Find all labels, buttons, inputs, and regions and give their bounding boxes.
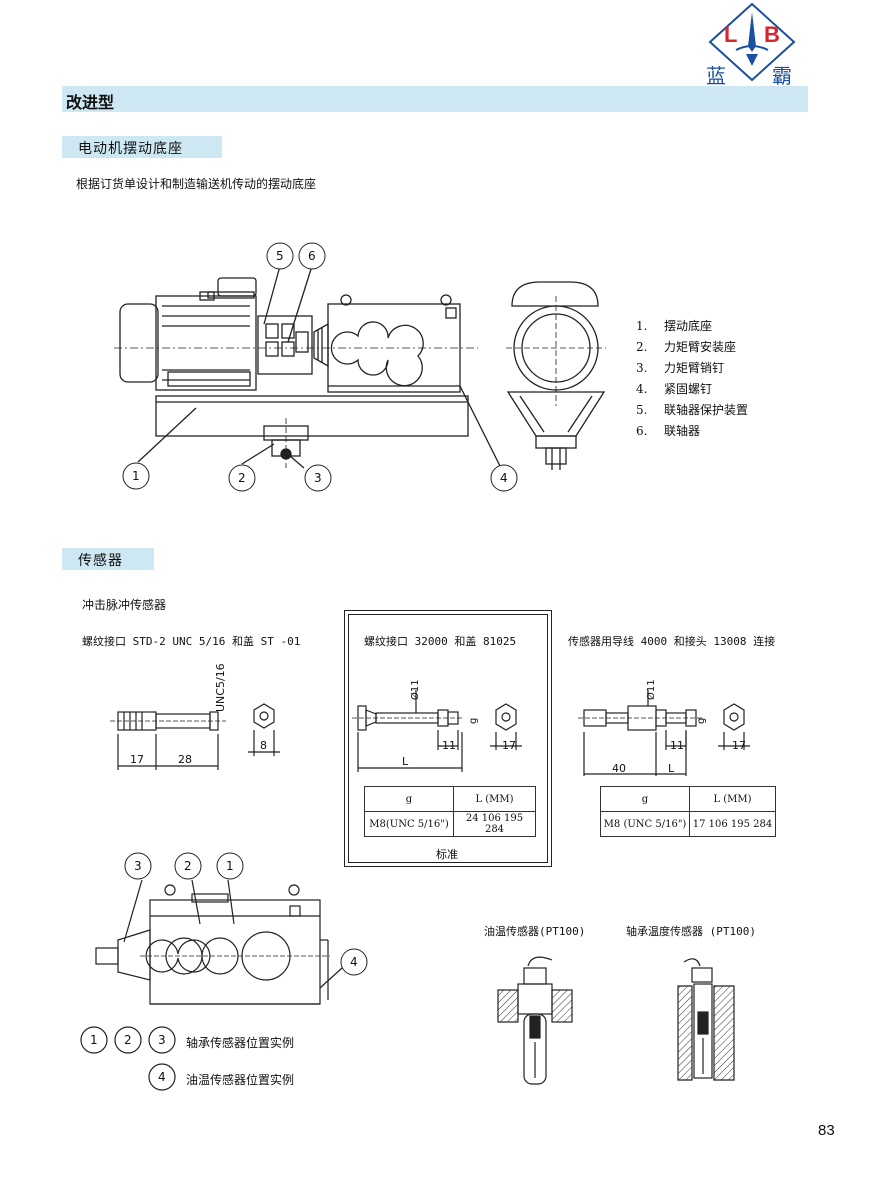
table-row: M8 (UNC 5/16") 17 106 195 284 xyxy=(600,811,776,837)
legend-item: 3.力矩臂销钉 xyxy=(636,361,725,375)
sensor-b-g-label: g xyxy=(468,717,479,724)
sensor-b-dim: 17 xyxy=(502,739,516,752)
section-title-bar: 传感器 xyxy=(62,548,154,570)
position-legend-circles xyxy=(80,1026,176,1091)
standard-frame-inner xyxy=(348,614,548,863)
position-num: 4 xyxy=(158,1070,166,1084)
position-num: 1 xyxy=(90,1033,98,1047)
callout-1: 1 xyxy=(132,469,140,483)
end-view-fan xyxy=(511,281,599,307)
logo-name-left: 蓝 xyxy=(706,64,726,88)
page-title: 改进型 xyxy=(66,93,115,112)
logo-letter-l: L xyxy=(724,22,738,47)
swing-callouts xyxy=(122,242,518,492)
sensor-a-dim: 8 xyxy=(260,739,267,752)
position-num: 2 xyxy=(124,1033,132,1047)
sensor-b-length: L xyxy=(402,755,409,768)
sensor-b-caption: 螺纹接口 32000 和盖 81025 xyxy=(364,635,517,648)
position-text: 轴承传感器位置实例 xyxy=(186,1036,295,1050)
standard-label: 标准 xyxy=(436,848,458,861)
gearbox-sensor-drawing xyxy=(95,852,368,1005)
sensor-b-table: g L (MM) M8(UNC 5/16") 24 106 195 284 xyxy=(364,786,536,837)
page-number: 83 xyxy=(818,1122,835,1139)
gearbox-callouts xyxy=(124,852,368,976)
sensor-c-drawing xyxy=(578,690,750,776)
table-header: g xyxy=(364,786,454,812)
swing-base-drawing xyxy=(114,242,606,492)
sensor-b-diameter: Ø11 xyxy=(410,679,421,700)
swing-base xyxy=(155,395,469,437)
sensor-a-dim: 17 xyxy=(130,753,144,766)
bearing-temp-sensor-label: 轴承温度传感器 (PT100) xyxy=(626,925,756,938)
callout-4: 4 xyxy=(500,471,508,485)
gearbox-callout: 1 xyxy=(226,859,234,873)
logo-emblem xyxy=(708,2,796,82)
motor-body xyxy=(155,295,257,391)
oil-temp-sensor-drawing xyxy=(497,956,573,1085)
sensor-c-table: g L (MM) M8 (UNC 5/16") 17 106 195 284 xyxy=(600,786,776,837)
section-title: 传感器 xyxy=(78,553,123,569)
terminal-box xyxy=(217,277,257,297)
coupling-guard xyxy=(257,315,313,375)
standard-frame-outer xyxy=(344,610,552,867)
bearing-temp-sensor-drawing xyxy=(677,958,735,1081)
sensor-c-dim: 17 xyxy=(732,739,746,752)
gearbox-callout: 4 xyxy=(350,955,358,969)
motor-fan-cover xyxy=(119,303,159,383)
sensor-b-drawing xyxy=(352,690,522,772)
position-num: 3 xyxy=(158,1033,166,1047)
legend-item: 5.联轴器保护装置 xyxy=(636,403,749,417)
table-header-row: g L (MM) xyxy=(364,786,536,812)
table-row: M8(UNC 5/16") 24 106 195 284 xyxy=(364,811,536,837)
gearbox-callout: 2 xyxy=(184,859,192,873)
callout-5: 5 xyxy=(276,249,284,263)
gearbox-callout: 3 xyxy=(134,859,142,873)
legend-item: 6.联轴器 xyxy=(636,424,701,438)
sensor-a-dim: 28 xyxy=(178,753,192,766)
sensor-c-dim: 40 xyxy=(612,762,626,775)
sensor-c-length: L xyxy=(668,762,675,775)
sensor-a-thread-label: UNC5/16 xyxy=(214,663,227,712)
table-cell: M8 (UNC 5/16") xyxy=(600,811,690,837)
logo-letter-b: B xyxy=(764,22,780,47)
legend-item: 1.摆动底座 xyxy=(636,319,713,333)
section-description: 根据订货单设计和制造输送机传动的摆动底座 xyxy=(76,177,317,191)
table-cell: M8(UNC 5/16") xyxy=(364,811,454,837)
callout-6: 6 xyxy=(308,249,316,263)
subsection-title: 冲击脉冲传感器 xyxy=(82,598,167,612)
section-title-bar: 电动机摆动底座 xyxy=(62,136,222,158)
position-text: 油温传感器位置实例 xyxy=(186,1073,295,1087)
table-cell: 17 106 195 284 xyxy=(689,811,776,837)
legend-item: 2.力矩臂安装座 xyxy=(636,340,737,354)
table-header: L (MM) xyxy=(689,786,776,812)
sensor-a-drawing xyxy=(110,703,280,770)
sensor-b-dim: 11 xyxy=(442,739,456,752)
sensor-c-dim: 11 xyxy=(670,739,684,752)
logo-name-right: 霸 xyxy=(772,64,792,88)
sensor-c-caption: 传感器用导线 4000 和接头 13008 连接 xyxy=(568,635,776,648)
sensor-c-diameter: Ø11 xyxy=(646,679,657,700)
sensor-a-caption: 螺纹接口 STD-2 UNC 5/16 和盖 ST -01 xyxy=(82,635,301,648)
sensor-c-g-label: g xyxy=(696,717,707,724)
callout-3: 3 xyxy=(314,471,322,485)
table-header: L (MM) xyxy=(453,786,536,812)
oil-temp-sensor-label: 油温传感器(PT100) xyxy=(484,925,586,938)
table-cell: 24 106 195 284 xyxy=(453,811,536,837)
legend-item: 4.紧固螺钉 xyxy=(636,382,713,396)
section-title: 电动机摆动底座 xyxy=(78,141,183,157)
table-header-row: g L (MM) xyxy=(600,786,776,812)
callout-2: 2 xyxy=(238,471,246,485)
header-bar: 改进型 xyxy=(62,86,808,112)
logo: L B 蓝 霸 xyxy=(706,2,798,88)
table-header: g xyxy=(600,786,690,812)
